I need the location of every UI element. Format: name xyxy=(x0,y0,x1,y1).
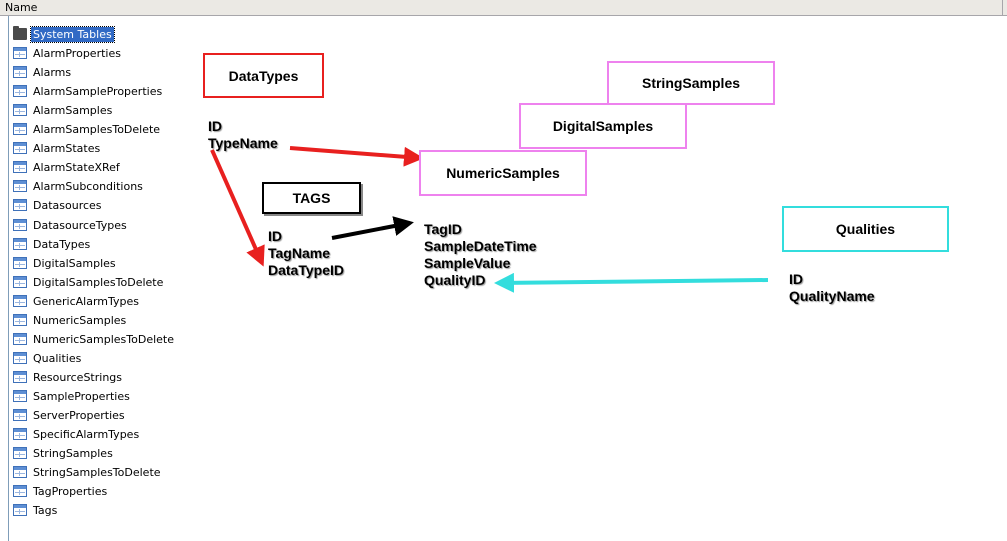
tags-label: TAGS xyxy=(292,190,331,206)
folder-icon xyxy=(13,26,27,40)
field-qualityname: QualityName xyxy=(789,288,875,304)
qualities-box: Qualities xyxy=(782,206,949,252)
tags-fields: ID TagName DataTypeID xyxy=(268,228,344,279)
table-icon xyxy=(13,466,27,478)
numericsamples-box: NumericSamples xyxy=(419,150,587,196)
stringsamples-box: StringSamples xyxy=(607,61,775,105)
table-icon xyxy=(13,333,27,345)
tree-item-label: AlarmSamplesToDelete xyxy=(33,123,161,136)
tree-item-label: AlarmSampleProperties xyxy=(33,85,163,98)
tree-item-label: StringSamples xyxy=(33,447,113,460)
field-typename: TypeName xyxy=(208,135,278,151)
tags-box: TAGS xyxy=(262,182,361,214)
tree-item-label: ServerProperties xyxy=(33,409,125,422)
tree-item-label: DigitalSamples xyxy=(33,257,116,270)
datatypes-label: DataTypes xyxy=(228,67,299,84)
field-qualityid: QualityID xyxy=(424,272,486,288)
table-icon xyxy=(13,390,27,402)
table-icon xyxy=(13,85,27,97)
arrow-quality-id-to-qualityid xyxy=(494,272,769,293)
qualities-label: Qualities xyxy=(835,221,896,237)
field-tagid: TagID xyxy=(424,221,462,237)
tree-item-label: NumericSamplesToDelete xyxy=(33,333,175,346)
tree-item-label: GenericAlarmTypes xyxy=(33,295,140,308)
arrow-tags-id-to-tagid xyxy=(331,216,414,240)
tree-item-label: SampleProperties xyxy=(33,390,130,403)
field-id: ID xyxy=(208,118,222,134)
table-icon xyxy=(13,161,27,173)
name-column-header[interactable]: Name xyxy=(5,1,38,14)
table-icon xyxy=(13,314,27,326)
tree-item-label: NumericSamples xyxy=(33,314,127,327)
arrow-id-to-datatypeid xyxy=(210,149,265,267)
table-icon xyxy=(13,352,27,364)
table-icon xyxy=(13,409,27,421)
table-icon xyxy=(13,180,27,192)
table-icon xyxy=(13,485,27,497)
tree-item-label: AlarmSamples xyxy=(33,104,113,117)
digitalsamples-box: DigitalSamples xyxy=(519,103,687,149)
tree-item-label: AlarmProperties xyxy=(33,47,121,60)
datatypes-fields: ID TypeName xyxy=(208,118,278,152)
arrow-typename-to-numericsamples xyxy=(289,146,424,167)
tree-item-label: Alarms xyxy=(33,66,72,79)
tree-item-label: Qualities xyxy=(33,352,82,365)
field-sampledatetime: SampleDateTime xyxy=(424,238,537,254)
field-samplevalue: SampleValue xyxy=(424,255,511,271)
table-icon xyxy=(13,199,27,211)
samples-fields: TagID SampleDateTime SampleValue Quality… xyxy=(424,221,537,289)
tree-item-label: Datasources xyxy=(33,199,102,212)
tree-item-label: AlarmStateXRef xyxy=(33,161,120,174)
table-icon xyxy=(13,504,27,516)
table-icon xyxy=(13,47,27,59)
table-icon xyxy=(13,142,27,154)
datatypes-box: DataTypes xyxy=(203,53,324,98)
table-icon xyxy=(13,257,27,269)
table-icon xyxy=(13,371,27,383)
tree-item-label: TagProperties xyxy=(33,485,108,498)
tree-item-label: DigitalSamplesToDelete xyxy=(33,276,164,289)
table-icon xyxy=(13,66,27,78)
tree-folder-label: System Tables xyxy=(30,26,115,43)
tree-item-label: StringSamplesToDelete xyxy=(33,466,161,479)
table-icon xyxy=(13,219,27,231)
table-icon xyxy=(13,276,27,288)
tree-item-label: Tags xyxy=(33,504,58,517)
table-icon xyxy=(13,123,27,135)
qualities-fields: ID QualityName xyxy=(789,271,875,305)
tree-item-label: DatasourceTypes xyxy=(33,219,127,232)
table-icon xyxy=(13,428,27,440)
table-icon xyxy=(13,447,27,459)
tree-item-label: ResourceStrings xyxy=(33,371,123,384)
tree-item-label: AlarmSubconditions xyxy=(33,180,143,193)
field-id: ID xyxy=(268,228,282,244)
field-id: ID xyxy=(789,271,803,287)
tree-item-label: DataTypes xyxy=(33,238,91,251)
table-icon xyxy=(13,104,27,116)
tree-item-label: SpecificAlarmTypes xyxy=(33,428,140,441)
field-tagname: TagName xyxy=(268,245,330,261)
numericsamples-label: NumericSamples xyxy=(446,165,560,181)
field-datatypeid: DataTypeID xyxy=(268,262,344,278)
tree-item-label: AlarmStates xyxy=(33,142,101,155)
digitalsamples-label: DigitalSamples xyxy=(552,118,654,134)
column-header: Name xyxy=(0,0,1007,16)
column-divider[interactable] xyxy=(1002,0,1003,15)
stringsamples-label: StringSamples xyxy=(641,75,741,91)
table-icon xyxy=(13,295,27,307)
table-icon xyxy=(13,238,27,250)
tree-border xyxy=(8,16,9,541)
